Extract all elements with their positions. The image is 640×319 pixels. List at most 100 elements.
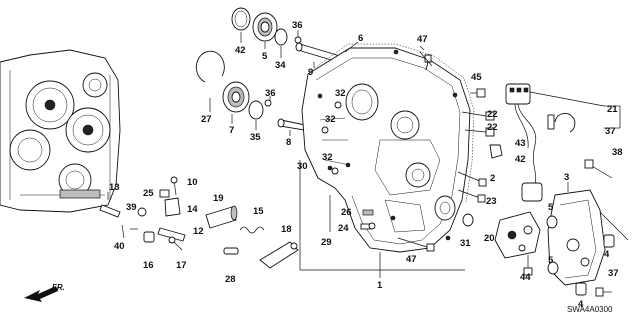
bolt-22-b — [464, 127, 495, 137]
front-direction-arrow: FR. — [24, 283, 65, 302]
transmission-housing — [301, 47, 471, 253]
washer-35 — [264, 99, 272, 107]
bolt-45 — [470, 88, 486, 98]
bracket-14 — [164, 197, 181, 217]
label-43: 43 — [515, 138, 526, 149]
label-40: 39 — [126, 202, 137, 213]
bolt-22-a — [461, 111, 495, 121]
label-20: 20 — [484, 233, 495, 244]
mount-4-b — [575, 282, 587, 296]
label-6: 6 — [358, 33, 363, 44]
label-26: 26 — [341, 207, 352, 218]
dowel-32-c — [331, 167, 339, 175]
bolt-17 — [168, 236, 183, 251]
label-30: 30 — [297, 161, 308, 172]
diagram-code: SWA4A0300 — [567, 305, 613, 314]
label-12: 12 — [193, 226, 204, 237]
label-32-b: 32 — [325, 114, 336, 125]
label-16: 16 — [143, 260, 154, 271]
solenoid-20 — [494, 211, 541, 259]
bolt-38 — [595, 287, 612, 297]
bearing-8 — [222, 81, 250, 113]
dowel-32-b — [321, 126, 329, 134]
leader-lines — [107, 30, 629, 278]
label-4-a: 4 — [604, 249, 610, 260]
front-direction-label: FR. — [52, 283, 65, 292]
pin-28 — [223, 247, 239, 255]
label-10: 9 — [308, 67, 313, 78]
bolt-11 — [170, 176, 178, 196]
label-18: 18 — [281, 224, 292, 235]
label-28: 28 — [225, 274, 236, 285]
label-24: 24 — [338, 223, 349, 234]
o-ring-34 — [248, 100, 264, 120]
mount-4-a — [603, 234, 615, 248]
dowel-32-a — [334, 101, 342, 109]
label-47: 47 — [406, 254, 417, 265]
label-44: 44 — [520, 272, 531, 283]
washer-36 — [294, 36, 302, 44]
label-15: 15 — [253, 206, 264, 217]
pipe-9 — [277, 118, 306, 131]
o-ring-33 — [274, 28, 288, 46]
label-5-b: 5 — [548, 255, 554, 266]
pin-16 — [143, 231, 155, 243]
gasket-6 — [311, 43, 475, 203]
bolt-24 — [360, 222, 376, 230]
label-45: 45 — [471, 72, 482, 83]
label-37: 37 — [605, 126, 616, 137]
label-13: 13 — [109, 182, 120, 193]
bolt-2 — [457, 171, 487, 187]
washer-40 — [137, 207, 147, 217]
label-33: 34 — [275, 60, 286, 71]
label-38: 37 — [608, 268, 619, 279]
washer-5-b — [547, 261, 559, 275]
bolt-46 — [419, 51, 433, 71]
bracket-43 — [489, 144, 503, 159]
bolt-23 — [457, 189, 486, 203]
label-25: 25 — [143, 188, 154, 199]
bolt-44 — [523, 255, 533, 276]
label-19: 19 — [213, 193, 224, 204]
bearing-7 — [252, 12, 278, 42]
bolt-47 — [397, 237, 435, 252]
snap-ring-42 — [231, 7, 251, 31]
label-41: 40 — [114, 241, 125, 252]
label-8: 7 — [229, 125, 234, 136]
label-17: 17 — [176, 260, 187, 271]
spring-19 — [205, 205, 238, 229]
label-2: 2 — [490, 173, 495, 184]
cover-3 — [547, 189, 606, 286]
label-32-c: 32 — [322, 152, 333, 163]
plug-26 — [362, 209, 374, 216]
bolt-39 — [584, 159, 613, 179]
label-22-b: 22 — [487, 122, 498, 133]
label-9: 8 — [286, 137, 291, 148]
label-11: 10 — [187, 177, 198, 188]
washer-31 — [462, 213, 474, 227]
label-31: 31 — [460, 238, 471, 249]
wire-harness — [505, 83, 576, 202]
label-27: 27 — [201, 114, 212, 125]
label-34: 35 — [250, 132, 261, 143]
label-22-a: 22 — [487, 109, 498, 120]
part-labels: 42 5 34 36 9 6 47 45 21 37 22 22 43 42 3… — [109, 20, 623, 310]
lever-13 — [99, 204, 121, 218]
label-42: 42 — [235, 45, 246, 56]
stop-25 — [159, 189, 170, 198]
label-36: 36 — [292, 20, 303, 31]
pin-41 — [121, 224, 125, 239]
spring-15 — [239, 226, 265, 234]
label-32-a: 32 — [335, 88, 346, 99]
label-7: 5 — [262, 51, 268, 62]
label-14: 14 — [187, 204, 198, 215]
label-1: 1 — [377, 280, 383, 291]
label-29: 29 — [321, 237, 332, 248]
label-5-a: 5 — [548, 202, 554, 213]
label-42b: 42 — [515, 154, 526, 165]
pin-12 — [157, 227, 186, 242]
label-35: 36 — [265, 88, 276, 99]
label-23: 23 — [486, 196, 497, 207]
label-4-b: 4 — [578, 299, 584, 310]
